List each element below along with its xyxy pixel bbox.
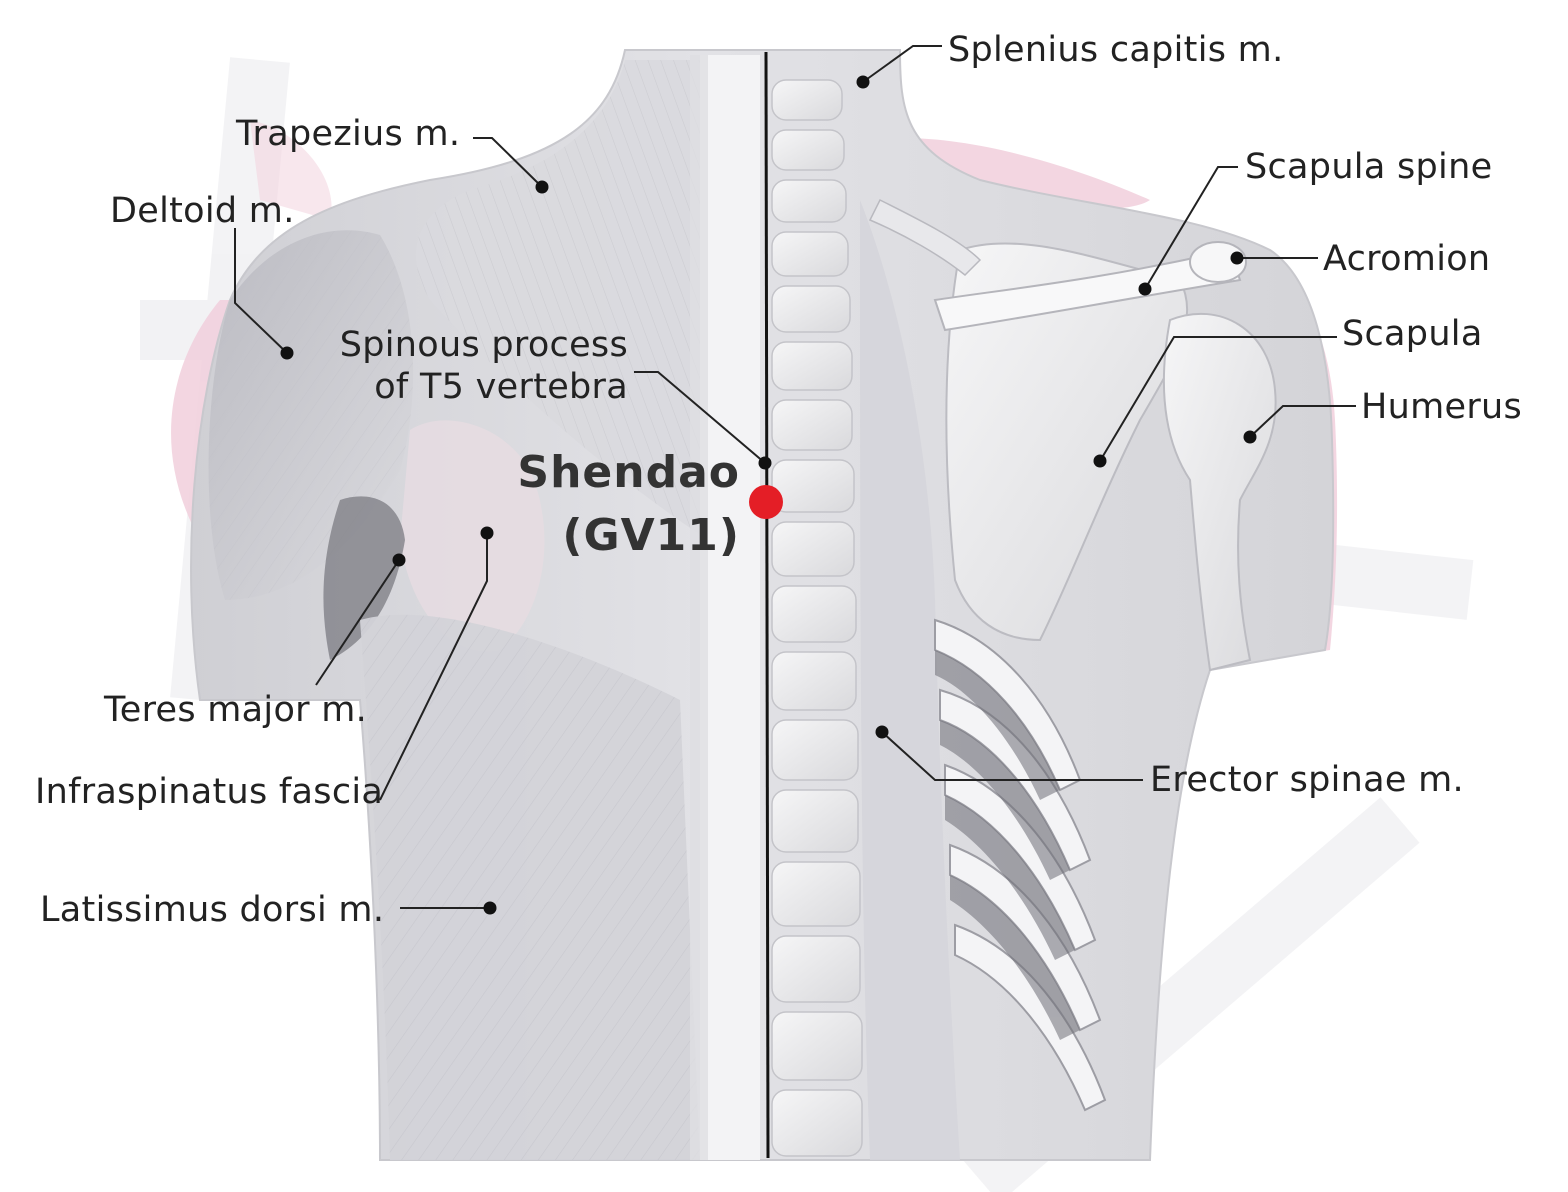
label-deltoid: Deltoid m. [110,191,295,231]
erector-spinae-shape [860,200,960,1160]
spine-groove [700,55,760,1160]
acupoint-code: (GV11) [562,510,740,561]
label-humerus: Humerus [1361,387,1523,427]
teres-major-shadow [323,496,405,660]
leader-dots [280,75,1257,915]
rib-cage [934,618,1107,1112]
label-splenius-capitis: Splenius capitis m. [948,30,1284,70]
label-acromion: Acromion [1323,239,1491,279]
label-latissimus-dorsi: Latissimus dorsi m. [40,890,385,930]
label-infraspinatus-fascia: Infraspinatus fascia [35,772,384,812]
label-scapula: Scapula [1342,314,1483,354]
label-spinous-process-line2: of T5 vertebra [374,367,628,407]
leader-lines [234,45,1356,909]
label-erector-spinae: Erector spinae m. [1150,760,1464,800]
humerus-bone [1162,312,1277,672]
posterior-midline [764,51,770,1159]
scapula-spine-bone [933,248,1242,332]
label-teres-major: Teres major m. [104,690,368,730]
acupoint-name: Shendao [517,447,740,498]
label-trapezius: Trapezius m. [236,114,461,154]
vertebral-column [771,79,863,1157]
infraspinatus-shape [400,420,545,652]
acupoint-marker [749,485,783,519]
label-scapula-spine: Scapula spine [1245,147,1493,187]
label-spinous-process-line1: Spinous process [339,325,628,365]
